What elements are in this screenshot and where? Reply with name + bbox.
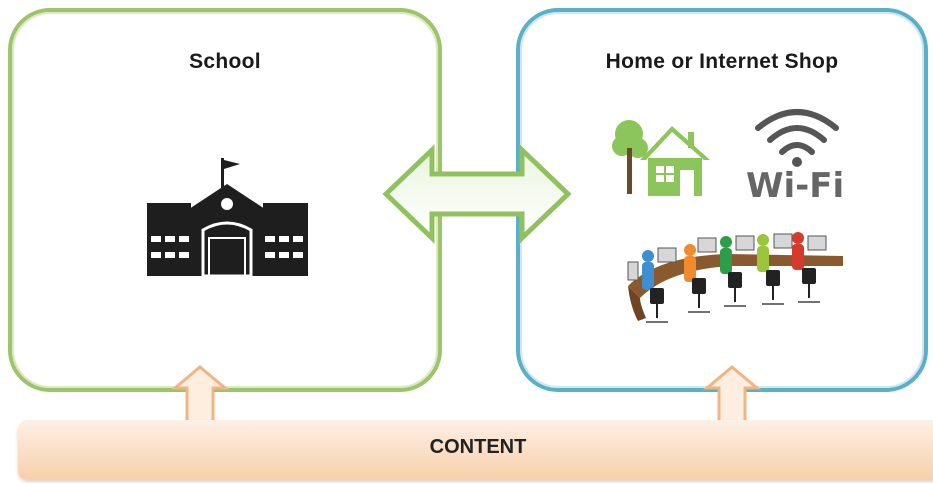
house-icon xyxy=(612,120,710,196)
wifi-icon xyxy=(755,109,839,167)
computer-lab-icon xyxy=(627,232,843,323)
home-title: Home or Internet Shop xyxy=(605,50,839,73)
wifi-label: Wi-Fi xyxy=(746,166,845,206)
double-arrow-icon xyxy=(382,144,572,244)
school-title: School xyxy=(189,50,261,73)
content-bar: CONTENT xyxy=(18,420,933,480)
up-arrow-icon xyxy=(170,365,230,430)
up-arrow-icon xyxy=(702,365,762,430)
school-building-icon xyxy=(147,158,308,278)
content-label: CONTENT xyxy=(429,436,527,458)
